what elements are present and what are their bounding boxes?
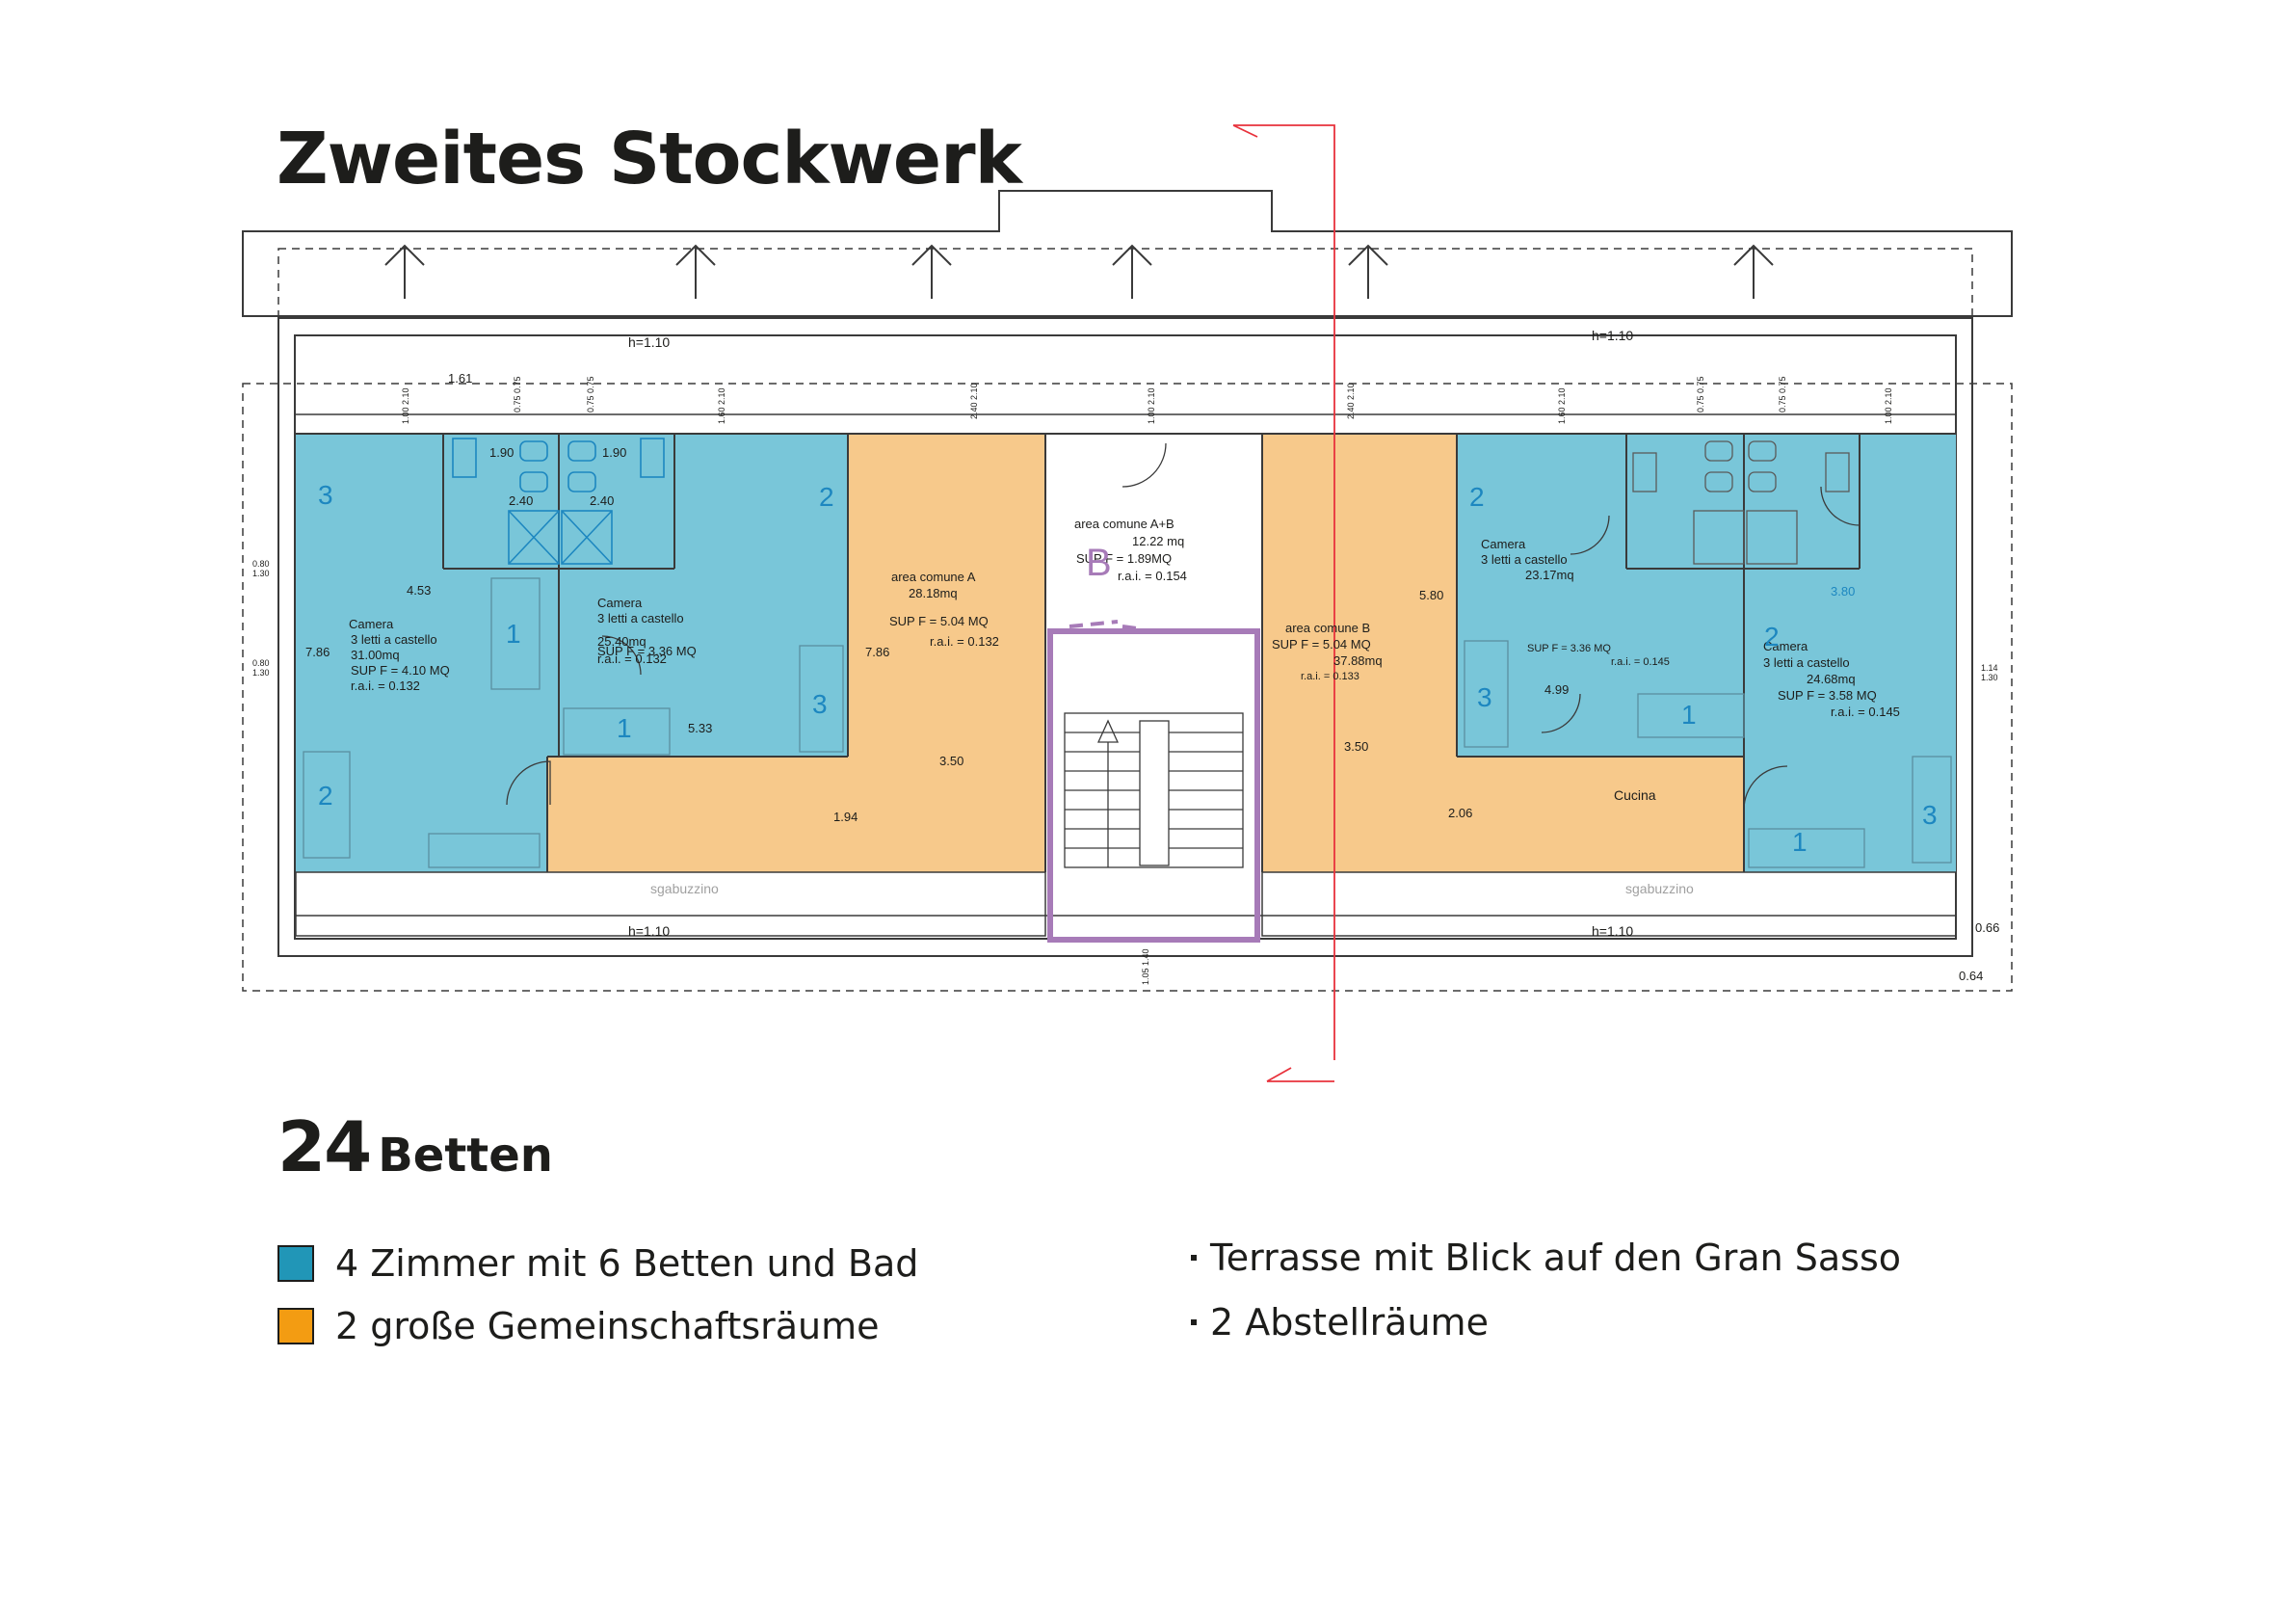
stair-letter: B <box>1086 542 1112 584</box>
bed-number: 3 <box>812 689 828 719</box>
beds-label: Betten <box>378 1129 553 1183</box>
window-dim: 2.40 2.10 <box>969 383 979 419</box>
dimension-label: 2.06 <box>1448 806 1473 820</box>
door-swings <box>506 442 1861 811</box>
dimension-label: 1.90 <box>602 445 627 460</box>
bathroom-fixtures <box>452 438 665 565</box>
room-label-east-sup: SUP F = 3.36 MQ r.a.i. = 0.145 <box>1527 643 1670 668</box>
bathroom-fixtures-east <box>1632 440 1850 565</box>
dimension-label: 5.33 <box>688 721 713 735</box>
room-label-east-1: Camera 3 letti a castello 23.17mq <box>1481 537 1574 582</box>
height-label-bottom-west: h=1.10 <box>628 923 671 939</box>
window-dim: 1.00 2.10 <box>1884 387 1893 424</box>
area-label-kitchen: Cucina <box>1614 787 1656 803</box>
roof-outline <box>242 383 2013 992</box>
dimension-label: 4.53 <box>407 583 432 598</box>
window-dim: 0.75 0.75 <box>586 376 595 412</box>
bullet-icon <box>1191 1254 1197 1261</box>
area-label-common-b: area comune B SUP F = 5.04 MQ 37.88mq r.… <box>1272 621 1383 682</box>
height-label-top-west: h=1.10 <box>628 334 671 350</box>
window-dim: 1.00 2.10 <box>401 387 410 424</box>
bed-number: 2 <box>318 781 333 811</box>
dimension-label: 4.99 <box>1544 682 1570 697</box>
dimension-label: 1.61 <box>448 371 473 386</box>
dimension-label: 7.86 <box>865 645 890 659</box>
dimension-label: 1.90 <box>489 445 515 460</box>
dimension-label: 5.80 <box>1419 588 1444 602</box>
terrace <box>242 190 2013 317</box>
dimension-label: 1.94 <box>833 810 858 824</box>
bullet-icon <box>1191 1318 1197 1325</box>
parapet <box>296 413 1956 917</box>
dimension-label: 3.50 <box>939 754 964 768</box>
window-dim: 1.05 1.40 <box>1141 948 1150 985</box>
area-label-common-ab: area comune A+B 12.22 mq SUP F = 1.89MQ … <box>1074 517 1187 583</box>
dimension-label: 2.40 <box>590 493 615 508</box>
interior-walls <box>296 433 1956 872</box>
legend-item-common: 2 große Gemeinschaftsräume <box>277 1305 880 1347</box>
common-zone-b <box>1262 434 1744 872</box>
window-dim: 1.60 2.10 <box>1557 387 1567 424</box>
bed-number: 1 <box>506 619 521 649</box>
page-title: Zweites Stockwerk <box>277 118 1022 200</box>
stairwell <box>1047 620 1260 943</box>
window-dim: 1.14 1.30 <box>1981 663 1998 682</box>
feature-item: Terrasse mit Blick auf den Gran Sasso <box>1191 1237 1901 1279</box>
beds-number: 24 <box>277 1106 372 1187</box>
terrace-arrows <box>384 244 1774 299</box>
room-label-west-2: Camera 3 letti a castello 25.40mq SUP F … <box>597 596 697 666</box>
bed-number: 1 <box>1681 700 1697 730</box>
legend-label: 2 große Gemeinschaftsräume <box>335 1305 880 1347</box>
bed-number: 3 <box>1477 682 1492 712</box>
window-dim: 0.80 1.30 <box>252 658 270 678</box>
feature-item: 2 Abstellräume <box>1191 1301 1489 1344</box>
room-label-west-1: Camera 3 letti a castello 31.00mq SUP F … <box>349 617 450 693</box>
dimension-label: 0.64 <box>1959 969 1984 983</box>
dimension-label: 3.80 <box>1831 584 1856 599</box>
bed-number: 2 <box>819 482 834 512</box>
section-line <box>1232 124 1335 1082</box>
room-zone-west <box>296 434 848 872</box>
area-label-common-a: area comune A 28.18mq SUP F = 5.04 MQ r.… <box>889 570 999 649</box>
legend-label: 4 Zimmer mit 6 Betten und Bad <box>335 1242 919 1285</box>
storage-strips <box>295 871 1957 937</box>
bed-number: 1 <box>1792 827 1808 857</box>
dimension-label: 0.66 <box>1975 920 2000 935</box>
bed-number: 2 <box>1469 482 1485 512</box>
height-label-top-east: h=1.10 <box>1592 328 1634 343</box>
height-label-bottom-east: h=1.10 <box>1592 923 1634 939</box>
dimension-label: 7.86 <box>305 645 330 659</box>
window-dim: 0.75 0.75 <box>1696 376 1705 412</box>
room-zones <box>296 434 1956 872</box>
legend-swatch-rooms <box>277 1245 314 1282</box>
storage-label-east: sgabuzzino <box>1625 881 1694 896</box>
window-dim: 2.40 2.10 <box>1346 383 1356 419</box>
window-dim: 1.60 2.10 <box>717 387 726 424</box>
bed-number: 3 <box>1922 800 1938 830</box>
dimension-label: 3.50 <box>1344 739 1369 754</box>
dimension-label: 2.40 <box>509 493 534 508</box>
window-dim: 0.80 1.30 <box>252 559 270 578</box>
beds-outline <box>303 577 1952 868</box>
common-zones <box>547 434 1744 872</box>
legend-swatch-common <box>277 1308 314 1344</box>
window-dim: 0.75 0.75 <box>513 376 522 412</box>
legend-item-rooms: 4 Zimmer mit 6 Betten und Bad <box>277 1242 919 1285</box>
window-dim: 0.75 0.75 <box>1778 376 1787 412</box>
common-zone-a <box>547 434 1045 872</box>
storage-label-west: sgabuzzino <box>650 881 719 896</box>
window-dim: 1.00 2.10 <box>1147 387 1156 424</box>
bed-number: 1 <box>617 713 632 743</box>
room-zone-east <box>1457 434 1956 872</box>
bed-number: 2 <box>1764 622 1780 652</box>
bed-number: 3 <box>318 480 333 510</box>
room-label-east-2: Camera 3 letti a castello 24.68mq SUP F … <box>1763 639 1900 719</box>
